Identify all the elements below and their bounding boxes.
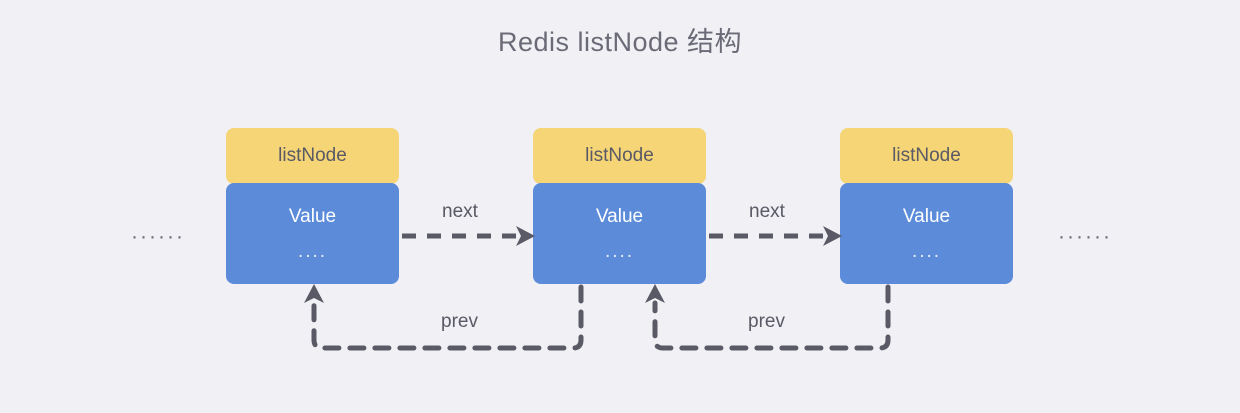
ellipsis-right: ······: [1058, 225, 1112, 248]
ellipsis-left: ······: [131, 225, 185, 248]
edge-label-next-1: next: [442, 201, 478, 222]
list-node-2[interactable]: listNode Value ....: [533, 128, 706, 284]
list-node-2-body: Value ....: [533, 183, 706, 284]
list-node-1-value-label: Value: [288, 205, 337, 227]
list-node-2-value-dots: ....: [604, 240, 635, 262]
list-node-1[interactable]: listNode Value ....: [226, 128, 399, 284]
list-node-3-body: Value ....: [840, 183, 1013, 284]
list-node-3-value-dots: ....: [911, 240, 942, 262]
edge-label-prev-2: prev: [748, 311, 785, 332]
list-node-3[interactable]: listNode Value ....: [840, 128, 1013, 284]
next-arrow-1: [402, 226, 535, 246]
list-node-1-header: listNode: [226, 128, 399, 184]
list-node-1-value-dots: ....: [297, 240, 328, 262]
edge-label-next-2: next: [749, 201, 785, 222]
list-node-3-header: listNode: [840, 128, 1013, 184]
edge-label-prev-1: prev: [441, 311, 478, 332]
next-arrow-2: [709, 226, 842, 246]
list-node-2-value-label: Value: [595, 205, 644, 227]
page-title: Redis listNode 结构: [497, 27, 743, 57]
list-node-1-body: Value ....: [226, 183, 399, 284]
list-node-2-header: listNode: [533, 128, 706, 184]
list-node-3-value-label: Value: [902, 205, 951, 227]
